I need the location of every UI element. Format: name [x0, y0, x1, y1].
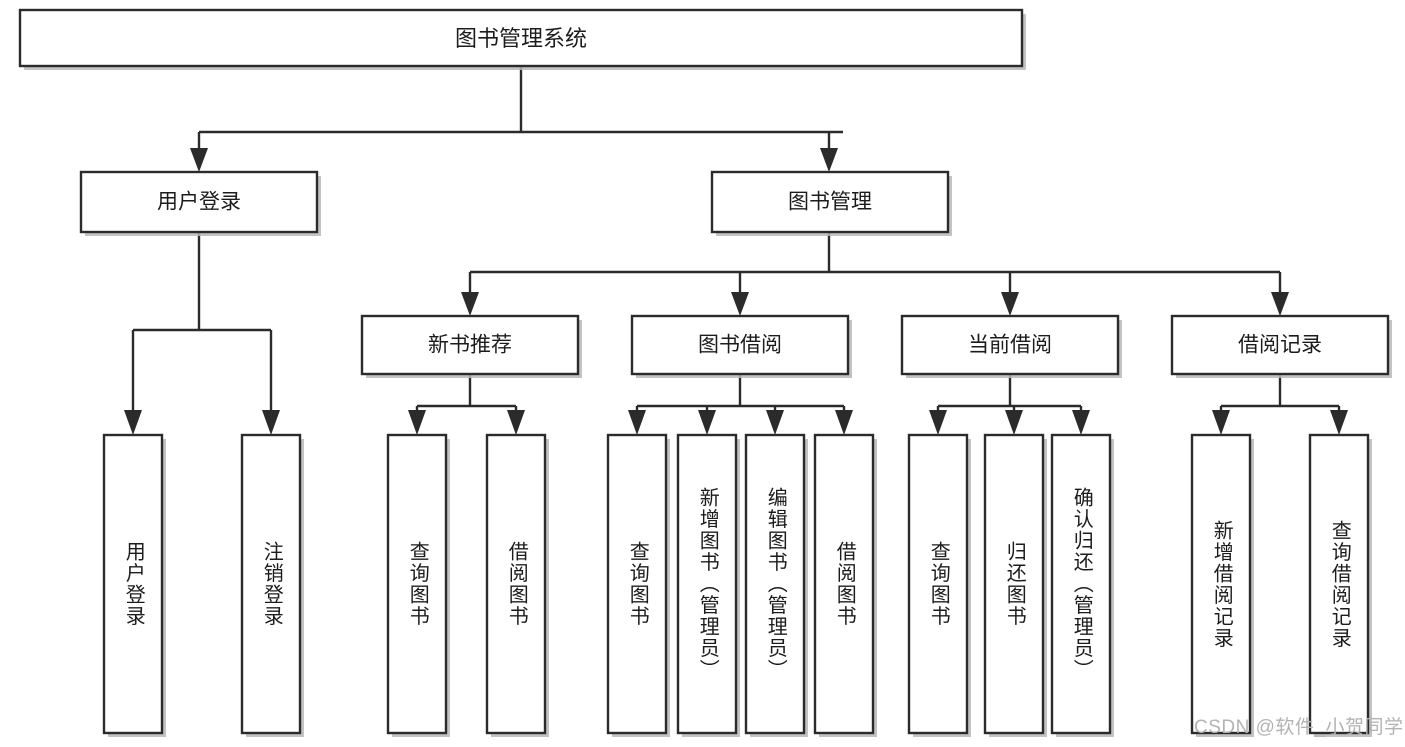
- leaf-box-group: [102, 433, 1372, 737]
- arrowhead-leaf-bb-query-book: [628, 410, 646, 435]
- leaf-br-query-record-box[interactable]: [1308, 433, 1370, 735]
- arrowhead-leaf-rec-borrow-book: [507, 410, 525, 435]
- csdn-watermark: CSDN @软件_小贺同学: [1194, 717, 1404, 738]
- user-login-label: 用户登录: [157, 191, 241, 214]
- arrowhead-leaf-rec-query-book: [408, 410, 426, 435]
- book-manage-label: 图书管理: [788, 191, 872, 214]
- arrowhead-book-manage: [820, 148, 838, 172]
- arrowhead-leaf-br-add-record: [1212, 410, 1230, 435]
- leaf-bb-add-book-box[interactable]: [676, 433, 738, 735]
- node-box-group: 图书管理系统 用户登录 图书管理 新书推荐 图书借阅 当前借阅 借阅记录: [18, 8, 1392, 378]
- current-borrow-label: 当前借阅: [968, 334, 1052, 357]
- arrowhead-leaf-user-login: [124, 410, 142, 435]
- arrowhead-leaf-cb-return-book: [1005, 410, 1023, 435]
- new-book-rec-label: 新书推荐: [428, 334, 512, 357]
- leaf-bb-query-book-box[interactable]: [606, 433, 668, 735]
- leaf-cb-confirm-return-box[interactable]: [1050, 433, 1112, 735]
- arrowhead-leaf-cb-query-book: [929, 410, 947, 435]
- leaf-rec-query-book-box[interactable]: [386, 433, 448, 735]
- borrow-record-box[interactable]: [1170, 314, 1390, 376]
- connector-group: [124, 66, 1348, 435]
- leaf-logout-box[interactable]: [240, 433, 302, 735]
- arrowhead-new-book-rec: [461, 292, 479, 316]
- leaf-user-login-box[interactable]: [102, 433, 164, 735]
- book-manage-box[interactable]: [710, 170, 950, 234]
- arrowhead-user-login: [190, 148, 208, 172]
- user-login-box[interactable]: [79, 170, 319, 234]
- book-borrow-label: 图书借阅: [698, 334, 782, 357]
- arrowhead-book-borrow: [731, 292, 749, 316]
- book-borrow-box[interactable]: [630, 314, 850, 376]
- leaf-rec-borrow-book-box[interactable]: [485, 433, 547, 735]
- arrowhead-leaf-br-query-record: [1330, 410, 1348, 435]
- arrowhead-leaf-bb-add-book: [698, 410, 716, 435]
- arrowhead-leaf-bb-edit-book: [766, 410, 784, 435]
- new-book-rec-box[interactable]: [360, 314, 580, 376]
- leaf-bb-edit-book-box[interactable]: [744, 433, 806, 735]
- borrow-record-label: 借阅记录: [1238, 334, 1322, 357]
- arrowhead-leaf-logout: [262, 410, 280, 435]
- leaf-bb-borrow-book-box[interactable]: [813, 433, 875, 735]
- leaf-cb-return-book-box[interactable]: [983, 433, 1045, 735]
- leaf-cb-query-book-box[interactable]: [907, 433, 969, 735]
- arrowhead-leaf-bb-borrow-book: [835, 410, 853, 435]
- root-node-label: 图书管理系统: [455, 26, 587, 51]
- current-borrow-box[interactable]: [900, 314, 1120, 376]
- arrowhead-current-borrow: [1001, 292, 1019, 316]
- leaf-br-add-record-box[interactable]: [1190, 433, 1252, 735]
- arrowhead-leaf-cb-confirm-return: [1072, 410, 1090, 435]
- root-node-box[interactable]: [18, 8, 1024, 68]
- arrowhead-borrow-record: [1271, 292, 1289, 316]
